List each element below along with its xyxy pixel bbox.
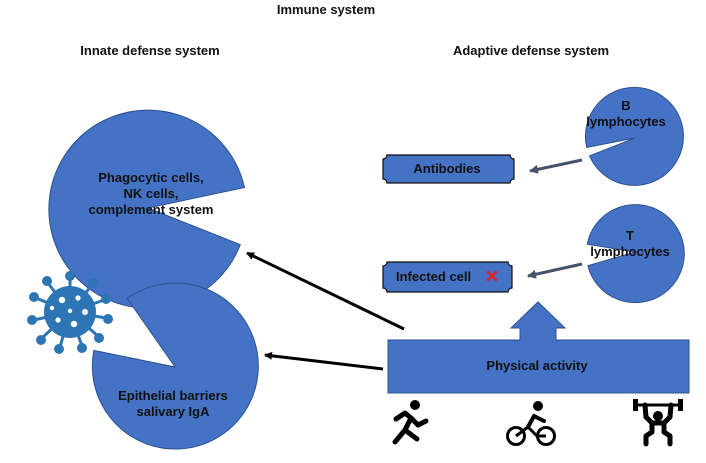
- phagocytic-label-line3: complement system: [88, 202, 214, 217]
- phagocytic-label-line2: NK cells,: [123, 186, 179, 201]
- b-lymphocytes-label: B lymphocytes: [586, 98, 665, 130]
- epithelial-pacman-shape: [91, 282, 259, 450]
- b-lymphocytes-label-line1: B: [621, 98, 631, 113]
- virus-icon: [27, 271, 113, 354]
- t-lymphocyte-pacman-shape: [586, 204, 685, 304]
- arrow-to-epithelial: [264, 351, 384, 371]
- diagram-title: Immune system: [276, 2, 376, 17]
- running-icon: [392, 400, 429, 445]
- phagocytic-label-line1: Phagocytic cells,: [98, 170, 204, 185]
- t-lymphocytes-label: T lymphocytes: [590, 228, 669, 260]
- physical-activity-label: Physical activity: [486, 358, 588, 373]
- epithelial-label: Epithelial barriers salivary IgA: [118, 388, 228, 420]
- b-lymphocytes-label-line2: lymphocytes: [586, 114, 666, 129]
- t-lymphocytes-label-line2: lymphocytes: [590, 244, 670, 259]
- antibodies-label: Antibodies: [413, 161, 481, 176]
- phagocytic-label: Phagocytic cells, NK cells, complement s…: [89, 170, 214, 218]
- physical-activity-box: [387, 301, 690, 394]
- t-lymphocytes-label-line1: T: [626, 228, 634, 243]
- epithelial-label-line1: Epithelial barriers: [118, 388, 228, 403]
- innate-heading: Innate defense system: [80, 43, 220, 58]
- antibodies-box: [382, 154, 515, 184]
- arrow-t-to-infected-cell: [527, 262, 583, 279]
- epithelial-label-line2: salivary IgA: [136, 404, 210, 419]
- cycling-icon: [506, 401, 556, 446]
- adaptive-heading: Adaptive defense system: [452, 43, 610, 58]
- arrow-to-phagocytic: [246, 251, 405, 331]
- b-lymphocyte-pacman-shape: [584, 86, 684, 186]
- weightlifting-icon: [633, 399, 683, 447]
- cross-mark-icon: [486, 270, 498, 282]
- arrow-b-to-antibodies: [529, 158, 583, 174]
- infected-cell-label: Infected cell: [396, 269, 472, 284]
- infected-cell-box: [382, 261, 513, 293]
